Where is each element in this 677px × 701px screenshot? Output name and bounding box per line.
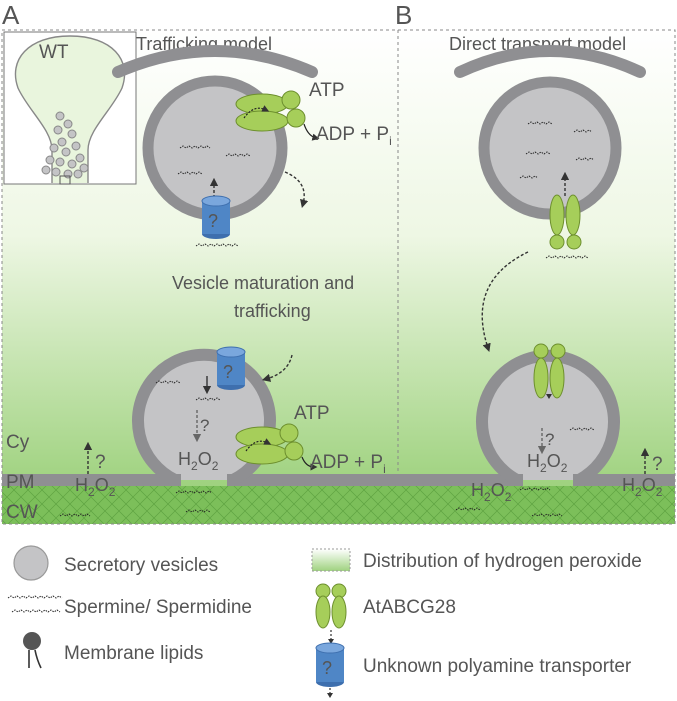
- unknown-transporter-a-top: ?: [195, 195, 239, 247]
- h2o2-label-b-vesicle: H2O2: [527, 451, 568, 475]
- inset-vesicles: [41, 111, 89, 179]
- legend-peroxide-swatch: [311, 548, 351, 572]
- unknown-transporter-question-bottom: ?: [223, 362, 233, 382]
- question-b-pm: ?: [652, 454, 663, 475]
- legend-abcg28-icon: [315, 583, 347, 644]
- adp-label-a-bottom: ADP + Pi: [310, 452, 386, 476]
- abcg28-b-top: [549, 194, 582, 250]
- inset-label: WT: [39, 42, 69, 63]
- atp-label-a-bottom: ATP: [294, 403, 330, 424]
- maturation-label-line1: Vesicle maturation and: [172, 273, 354, 293]
- maturation-label-line2: trafficking: [234, 301, 311, 321]
- region-label-cy: Cy: [6, 432, 30, 453]
- abcg28-b-bottom: [533, 343, 566, 399]
- abcg28-a-bottom: [235, 423, 318, 471]
- legend: Secretory vesicles Spermine/ Spermidine …: [7, 545, 642, 698]
- question-b-vesicle: ?: [545, 430, 554, 449]
- unknown-transporter-question: ?: [208, 211, 218, 231]
- trafficking-arrow-a-mid: [261, 354, 293, 382]
- question-a-pm: ?: [95, 452, 106, 473]
- legend-polyamines-label: Spermine/ Spermidine: [64, 597, 252, 618]
- region-label-pm: PM: [6, 472, 35, 493]
- legend-polyamine-icon: [7, 595, 63, 613]
- question-a-vesicle: ?: [200, 416, 209, 435]
- polyamines-vesicle-a-top: [177, 145, 251, 175]
- abcg28-a-top: [235, 90, 320, 141]
- plasma-membrane: [2, 474, 675, 486]
- unknown-transporter-a-bottom: ?: [216, 346, 246, 390]
- legend-unknown-question: ?: [322, 658, 332, 678]
- legend-unknown-label: Unknown polyamine transporter: [363, 656, 632, 677]
- fused-vesicle-b: ?: [455, 349, 620, 517]
- trafficking-arrow-b: [481, 251, 529, 352]
- h2o2-label-a-vesicle: H2O2: [178, 449, 219, 473]
- polyamines-vesicle-a-bottom: [59, 380, 221, 517]
- panel-a-letter: A: [2, 0, 20, 30]
- h2o2-label-b-pm: H2O2: [622, 475, 663, 499]
- legend-lipids-label: Membrane lipids: [64, 643, 203, 664]
- polyamines-vesicle-b-bottom: [455, 427, 595, 517]
- legend-abcg28-label: AtABCG28: [363, 597, 456, 618]
- legend-vesicles-label: Secretory vesicles: [64, 555, 218, 576]
- wt-inset: WT: [3, 31, 137, 185]
- legend-lipid-icon: [23, 632, 42, 669]
- atp-label-a-top: ATP: [309, 80, 345, 101]
- legend-vesicle-icon: [13, 545, 49, 581]
- cell-wall: [2, 486, 675, 524]
- region-label-cw: CW: [6, 502, 38, 523]
- polyamines-vesicle-b-top: [519, 121, 595, 259]
- panel-b-letter: B: [395, 0, 412, 30]
- h2o2-label-a-pm: H2O2: [75, 475, 116, 499]
- legend-peroxide-label: Distribution of hydrogen peroxide: [363, 551, 642, 572]
- pollen-tube-outline: [14, 35, 126, 183]
- trafficking-arrow-a-top: [284, 171, 309, 209]
- h2o2-label-b-cw: H2O2: [471, 480, 512, 504]
- adp-label-a-top: ADP + Pi: [316, 124, 392, 148]
- legend-unknown-transporter-icon: ?: [315, 642, 345, 698]
